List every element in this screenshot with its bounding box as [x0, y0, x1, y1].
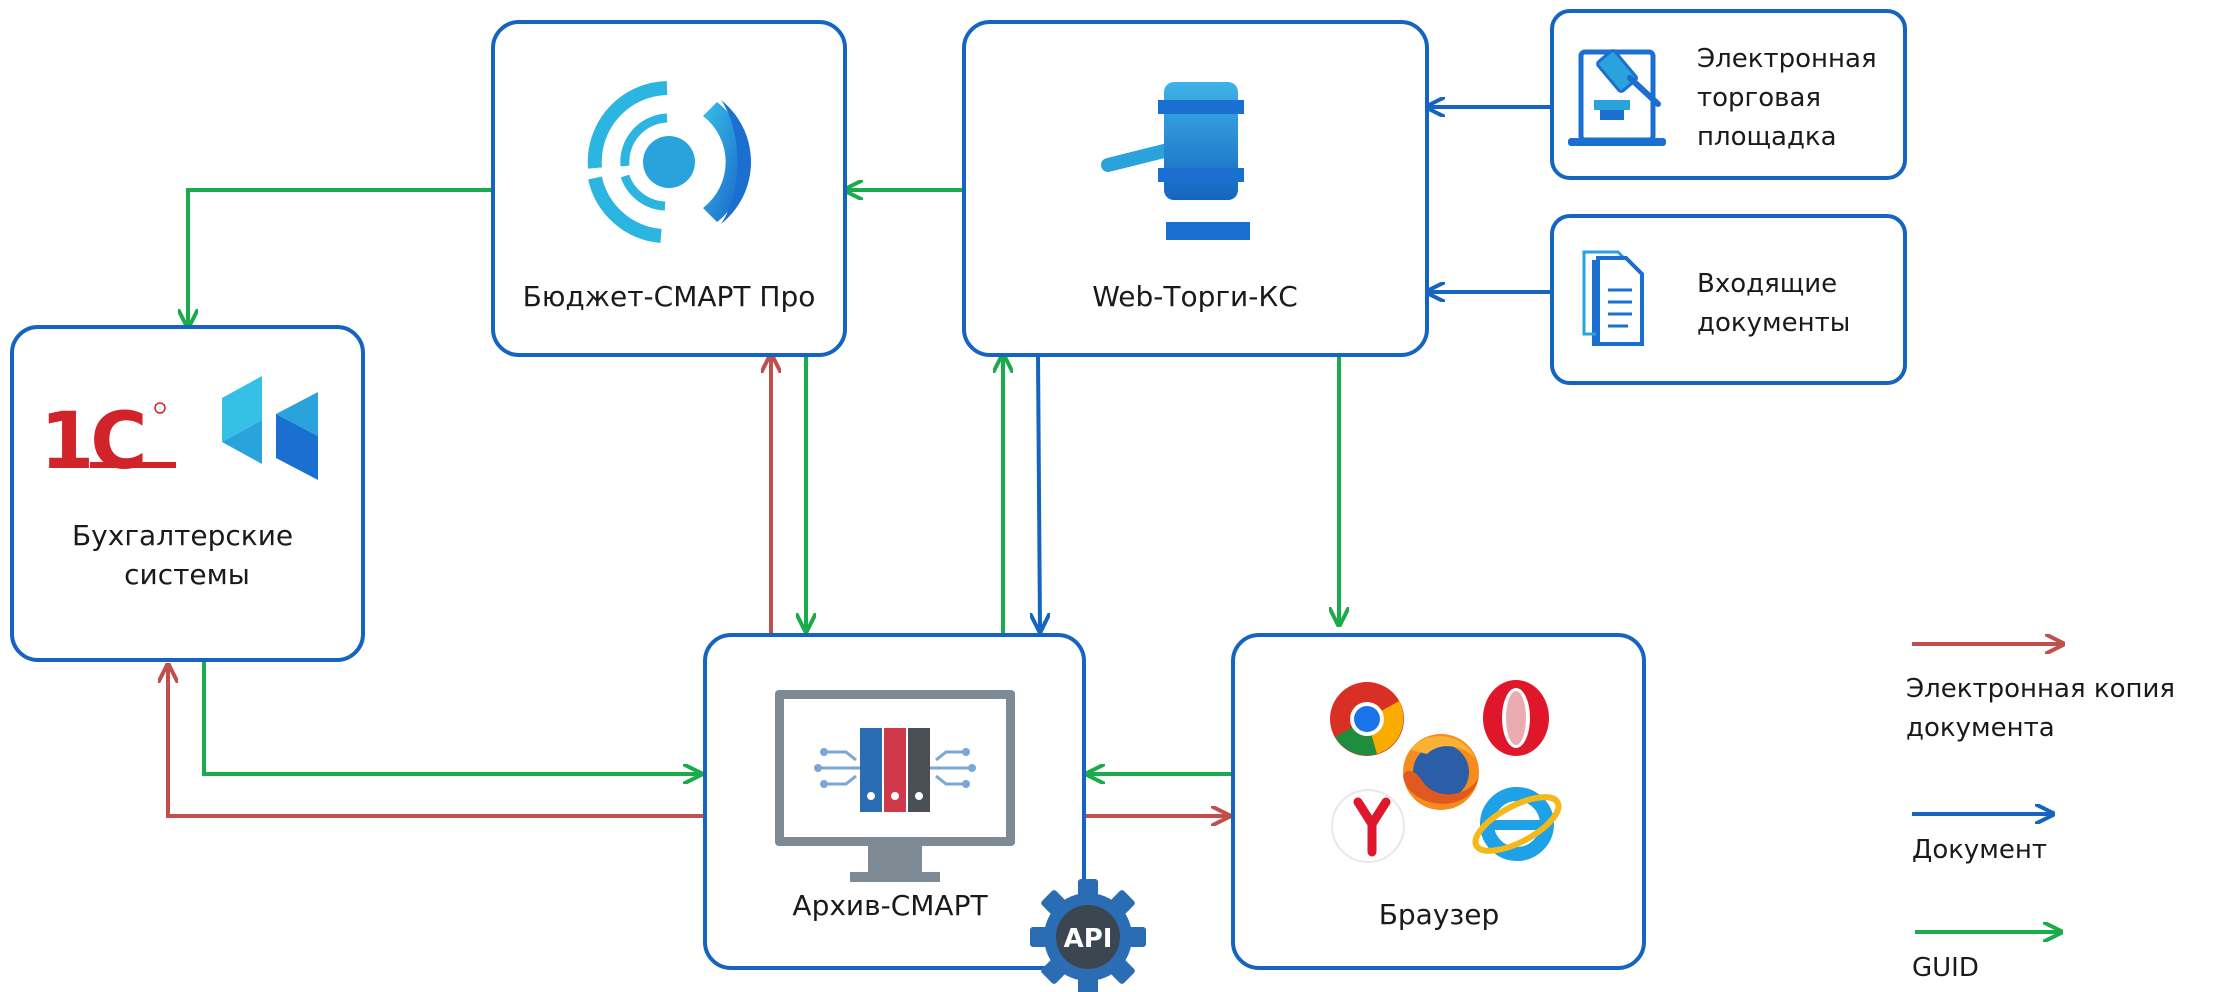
node-archive-smart[interactable]: Архив-СМАРТ API [703, 633, 1146, 992]
label-line-2: системы [124, 558, 250, 591]
node-incoming-documents[interactable]: Входящие документы [1550, 214, 1907, 385]
legend-item-green: GUID [1912, 932, 2060, 983]
arrow-archive-to-accounting [168, 666, 704, 818]
arrow-accounting-to-archive [202, 662, 700, 774]
label-line-1: Электронная [1697, 44, 1877, 74]
label-line-2: документы [1697, 308, 1850, 338]
legend-label: GUID [1912, 953, 1979, 983]
node-label: Браузер [1379, 898, 1500, 931]
1c-logo: 1С [40, 397, 176, 487]
node-label: Бюджет-СМАРТ Про [523, 280, 816, 313]
monitor-folders-icon [775, 690, 1015, 882]
laptop-gavel-icon [1568, 49, 1666, 146]
api-badge-text: API [1064, 924, 1113, 954]
node-label: Входящие документы [1697, 269, 1850, 338]
browsers-icon [1330, 680, 1562, 863]
accounting-app-logo [222, 376, 318, 480]
node-browser[interactable]: Браузер [1231, 633, 1646, 970]
label-line-1: Входящие [1697, 269, 1837, 299]
label-line-2: торговая [1697, 83, 1821, 113]
chrome-icon [1330, 682, 1404, 756]
legend-label: Электронная копия документа [1906, 674, 2183, 743]
arrow-budget-to-accounting [188, 188, 492, 326]
connectors [168, 107, 1551, 816]
node-box [10, 325, 365, 662]
legend-label: Документ [1912, 835, 2047, 865]
gavel-icon [1100, 82, 1250, 240]
legend-line-1: Электронная копия [1906, 674, 2175, 704]
node-label: Бухгалтерские системы [72, 519, 302, 591]
label-line-1: Бухгалтерские [72, 519, 293, 552]
yandex-icon [1331, 789, 1405, 863]
node-label: Web-Торги-КС [1092, 280, 1298, 313]
node-trading-platform[interactable]: Электронная торговая площадка [1550, 9, 1907, 180]
node-accounting-systems[interactable]: 1С Бухгалтерские системы [10, 325, 365, 662]
legend-item-blue: Документ [1912, 814, 2052, 865]
api-gear-icon: API [1030, 879, 1146, 992]
legend-line-1: Документ [1912, 835, 2047, 865]
legend: Электронная копия документа Документ GUI… [1906, 644, 2183, 983]
node-label: Архив-СМАРТ [792, 889, 988, 922]
legend-line-1: GUID [1912, 953, 1979, 983]
legend-line-2: документа [1906, 713, 2055, 743]
documents-icon [1582, 250, 1644, 346]
arrow-webtorgi-to-archive [1038, 355, 1040, 630]
legend-item-red: Электронная копия документа [1906, 644, 2183, 743]
node-label: Электронная торговая площадка [1697, 44, 1885, 152]
node-box [491, 20, 847, 357]
label-line-3: площадка [1697, 122, 1837, 152]
internet-explorer-icon [1472, 787, 1562, 861]
node-budget-smart[interactable]: Бюджет-СМАРТ Про [491, 20, 847, 357]
node-web-torgi[interactable]: Web-Торги-КС [962, 20, 1429, 357]
firefox-icon [1403, 734, 1479, 810]
opera-icon [1483, 680, 1549, 756]
budget-smart-logo [587, 81, 751, 243]
1c-logo-text: 1С [40, 397, 144, 487]
